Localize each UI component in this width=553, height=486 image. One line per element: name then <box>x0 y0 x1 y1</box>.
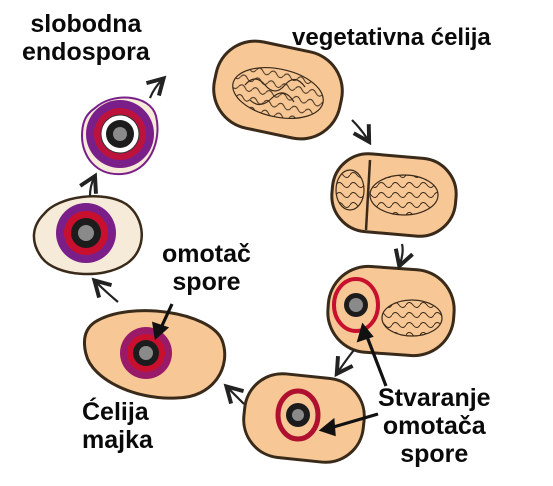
engulfment-cell <box>325 264 457 359</box>
label-spore-coat-line-2: spore <box>162 268 251 296</box>
arrow-septum-to-engulfment <box>400 244 403 264</box>
arrow-lysis-to-free <box>90 178 94 196</box>
label-mother-cell-line-1: Ćelija <box>82 398 153 426</box>
label-coat-formation-line-2: omotača <box>378 412 491 440</box>
label-coat-formation-line-3: spore <box>378 440 491 468</box>
arrow-mother-to-lysis <box>96 282 118 302</box>
label-spore-coat: omotač spore <box>162 240 251 296</box>
arrow-vegetative-to-septum <box>352 120 368 140</box>
label-vegetative-cell: vegetativna ćelija <box>292 25 491 52</box>
label-free-endospore: slobodna endospora <box>22 10 150 66</box>
arrow-coat-to-mother <box>228 388 244 404</box>
forespore-chromosome <box>336 170 364 210</box>
label-free-endospore-line-2: endospora <box>22 38 150 66</box>
free-endospore <box>82 98 158 175</box>
lysing-cell <box>34 196 142 274</box>
label-vegetative-cell-text: vegetativna ćelija <box>292 25 491 52</box>
label-coat-formation: Stvaranje omotača spore <box>378 384 491 468</box>
label-mother-cell: Ćelija majka <box>82 398 153 454</box>
coat-forming-cell <box>240 370 368 466</box>
label-coat-formation-line-1: Stvaranje <box>378 384 491 412</box>
label-mother-cell-line-2: majka <box>82 426 153 454</box>
label-spore-coat-line-1: omotač <box>162 240 251 268</box>
arrow-engulfment-to-coat <box>338 350 354 372</box>
septum-forming-cell <box>329 151 459 240</box>
label-free-endospore-line-1: slobodna <box>22 10 150 38</box>
arrow-free-endospore-out <box>150 80 162 98</box>
mother-chromosome <box>370 175 438 215</box>
